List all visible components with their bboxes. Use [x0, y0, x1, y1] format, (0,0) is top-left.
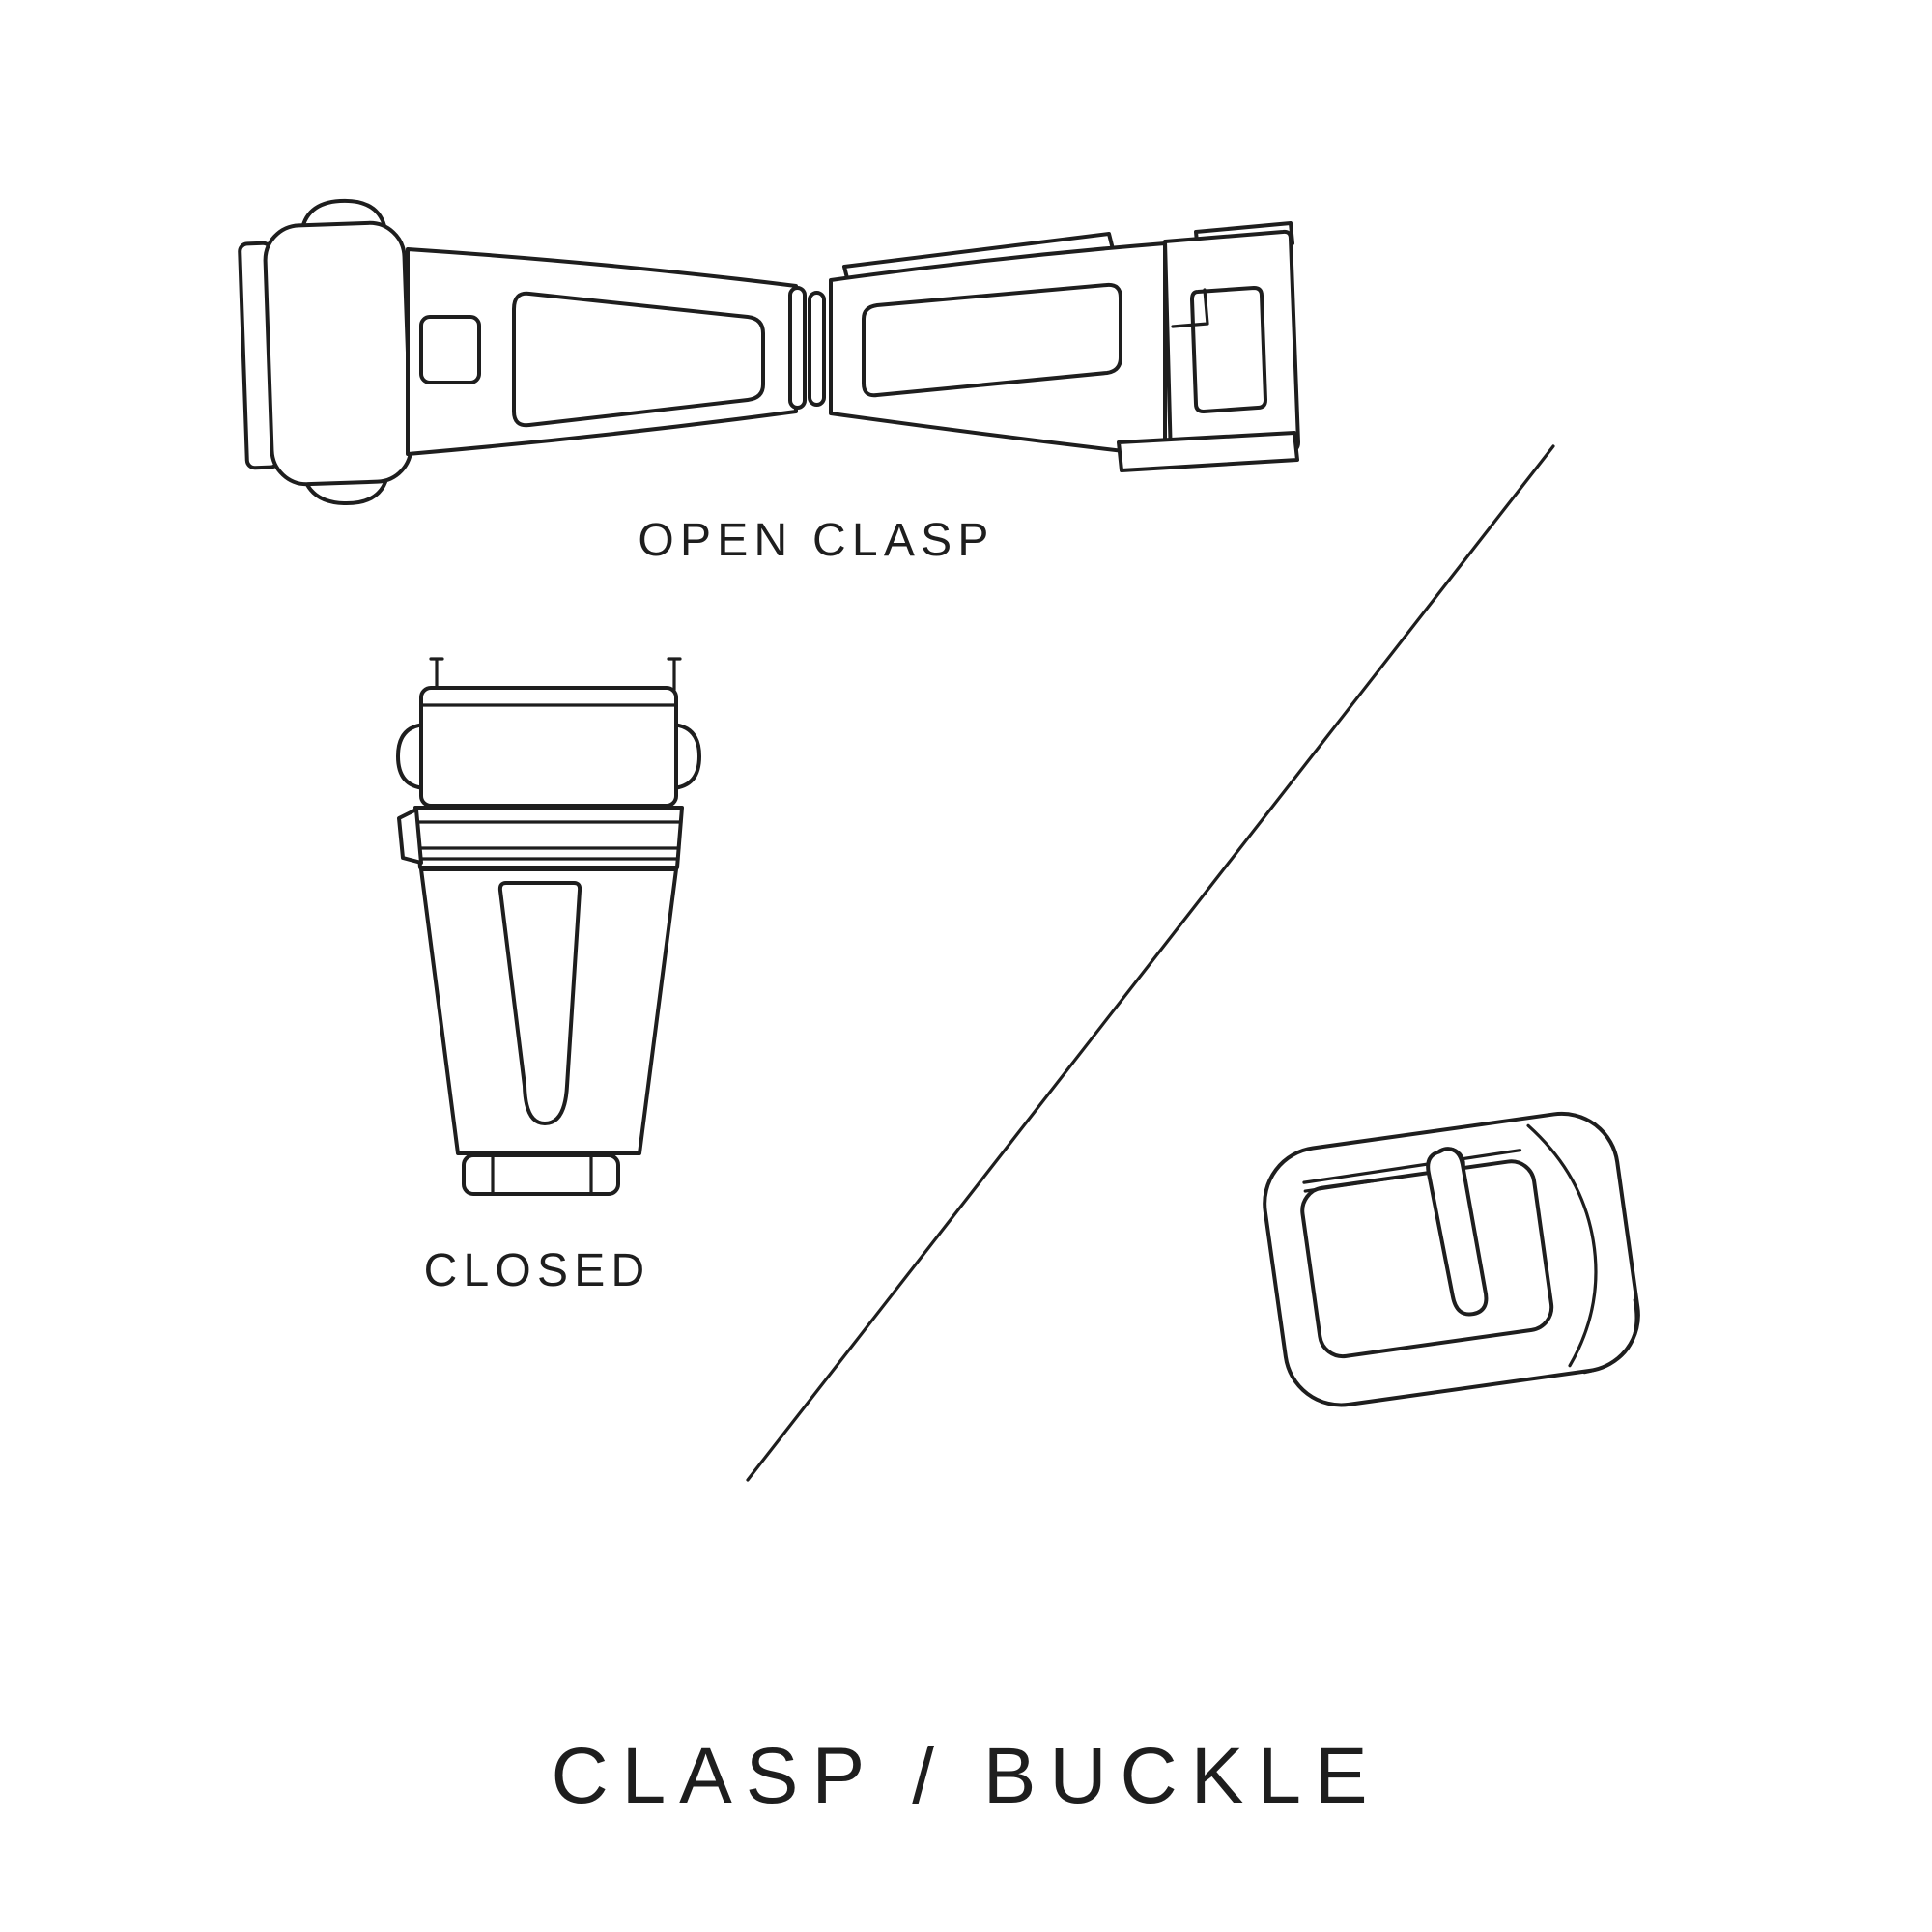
clasp-right-cutout [862, 282, 1122, 398]
clasp-left-notch [419, 315, 481, 384]
buckle-band-inner-curve [1526, 1123, 1598, 1368]
diagram-title: CLASP / BUCKLE [551, 1732, 1381, 1820]
buckle-tang [1426, 1147, 1489, 1317]
open-clasp-label: OPEN CLASP [638, 515, 995, 566]
buckle-illustration [1263, 1111, 1640, 1407]
buckle-axle [1302, 1149, 1522, 1184]
clasp-left-end-link [263, 220, 413, 487]
open-clasp-illustration [238, 198, 1300, 506]
clasp-left-cutout [512, 291, 765, 428]
closed-clasp-bottom-ticks [491, 1155, 593, 1194]
buckle-band-end [1582, 1298, 1638, 1375]
divider-line [746, 444, 1555, 1482]
closed-clasp-slot [497, 881, 582, 1125]
closed-clasp-flap [397, 808, 423, 865]
closed-clasp-prong-right [667, 657, 682, 692]
clasp-right-hook [1171, 288, 1209, 328]
closed-clasp-ear-right [670, 723, 701, 790]
buckle-axle-lower [1303, 1173, 1418, 1193]
closed-clasp-prong-left [429, 657, 444, 692]
clasp-right-hole [1190, 286, 1267, 413]
closed-clasp-ear-left [396, 723, 427, 790]
clasp-hinge-bar-2 [808, 291, 826, 407]
closed-label: CLOSED [423, 1245, 651, 1296]
clasp-right-bottom-strip [1117, 431, 1299, 472]
closed-clasp-illustration [396, 657, 701, 1196]
closed-clasp-bottom-bar [462, 1153, 620, 1196]
buckle-opening [1300, 1159, 1554, 1359]
clasp-hinge-bar-1 [788, 286, 807, 410]
